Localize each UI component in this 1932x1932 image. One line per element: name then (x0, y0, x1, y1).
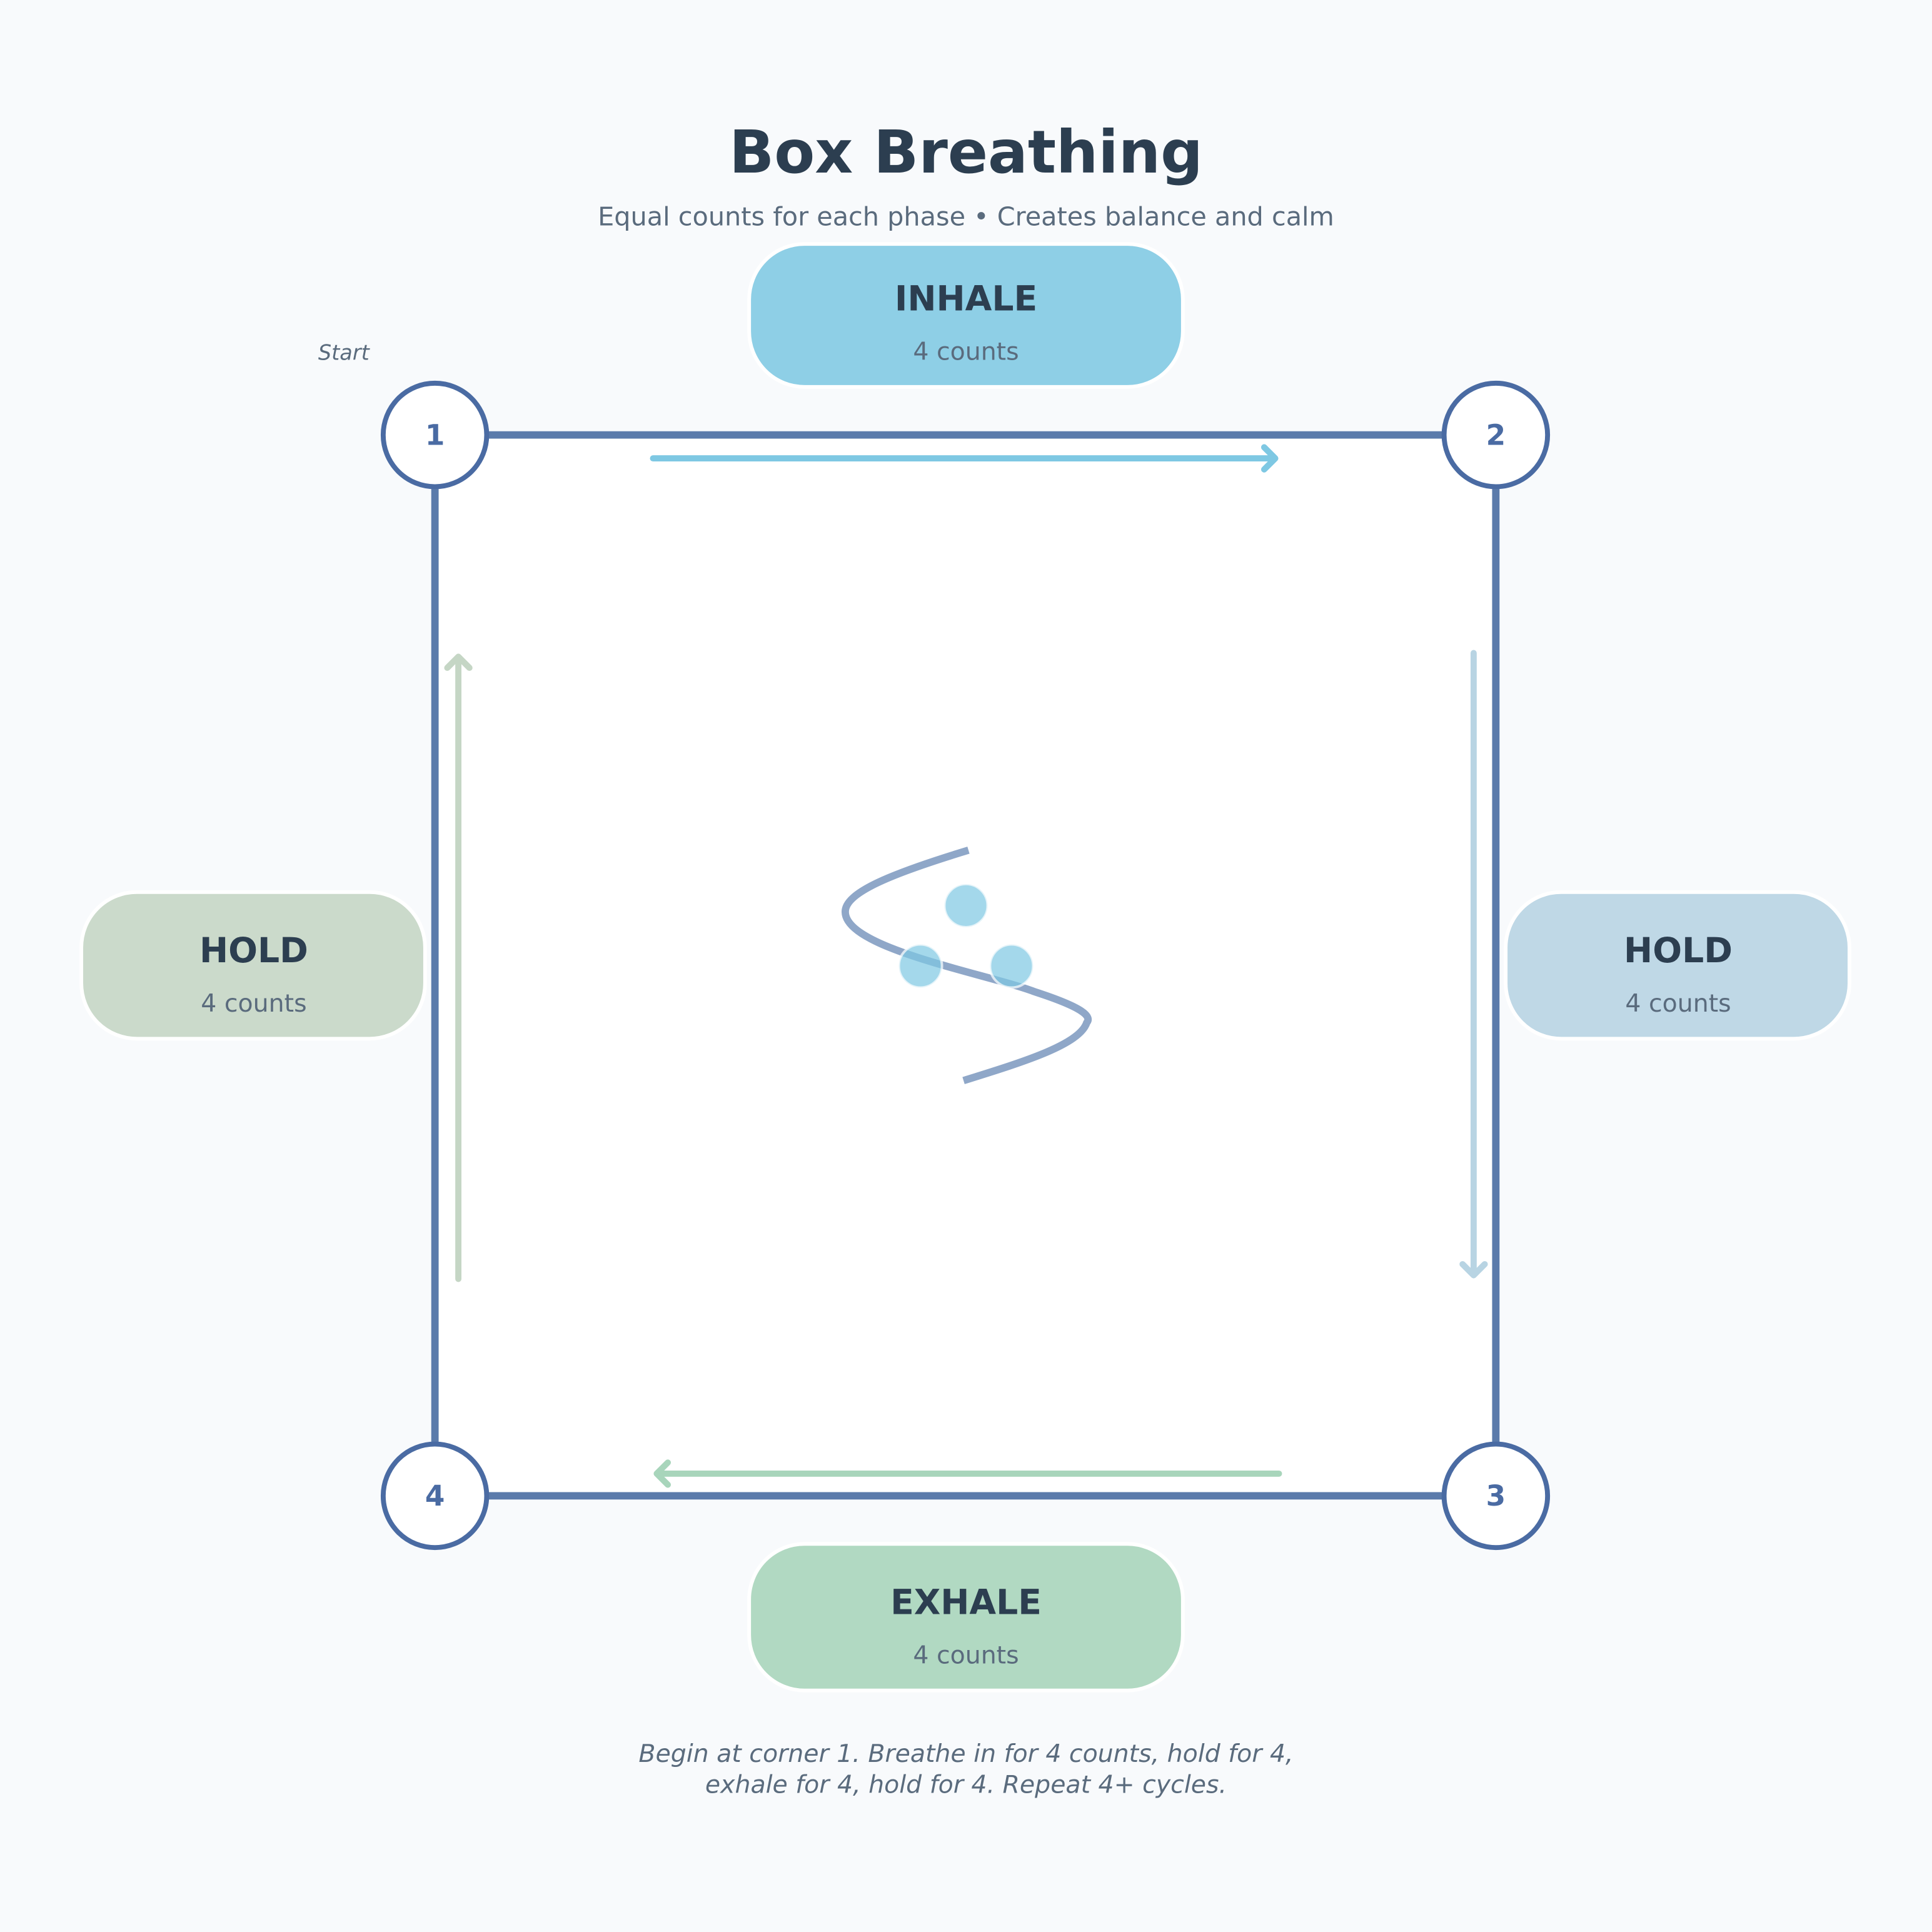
phase-card-exhale: EXHALE 4 counts (747, 1542, 1185, 1693)
corner-number: 2 (1486, 418, 1506, 451)
corner-marker-3: 3 (1441, 1441, 1551, 1551)
hold-left-arrow-icon (444, 653, 473, 1282)
phase-label: HOLD (199, 931, 308, 971)
phase-counts: 4 counts (1625, 989, 1731, 1018)
phase-counts: 4 counts (913, 1641, 1019, 1669)
corner-marker-1: 1 (380, 380, 490, 490)
hold-right-arrow-icon (1459, 650, 1488, 1279)
phase-card-hold-left: HOLD 4 counts (79, 890, 427, 1041)
subtitle: Equal counts for each phase • Creates ba… (598, 202, 1334, 232)
phase-label: HOLD (1624, 931, 1733, 971)
breath-wave-icon (841, 847, 1092, 1084)
corner-marker-4: 4 (380, 1441, 490, 1551)
corner-number: 3 (1486, 1479, 1506, 1512)
start-label: Start (318, 340, 371, 365)
exhale-arrow-icon (653, 1459, 1282, 1488)
instructions-line-2: exhale for 4, hold for 4. Repeat 4+ cycl… (705, 1770, 1227, 1799)
breathing-box (431, 431, 1500, 1500)
phase-card-hold-right: HOLD 4 counts (1504, 890, 1851, 1041)
phase-card-inhale: INHALE 4 counts (747, 242, 1185, 389)
phase-label: INHALE (895, 279, 1037, 319)
inhale-arrow-icon (650, 444, 1279, 473)
page-title: Box Breathing (729, 118, 1203, 187)
corner-number: 1 (425, 418, 445, 451)
instructions-line-1: Begin at corner 1. Breathe in for 4 coun… (638, 1739, 1293, 1768)
corner-marker-2: 2 (1441, 380, 1551, 490)
phase-counts: 4 counts (201, 989, 306, 1018)
phase-counts: 4 counts (913, 337, 1019, 366)
corner-number: 4 (425, 1479, 445, 1512)
phase-label: EXHALE (890, 1583, 1042, 1623)
